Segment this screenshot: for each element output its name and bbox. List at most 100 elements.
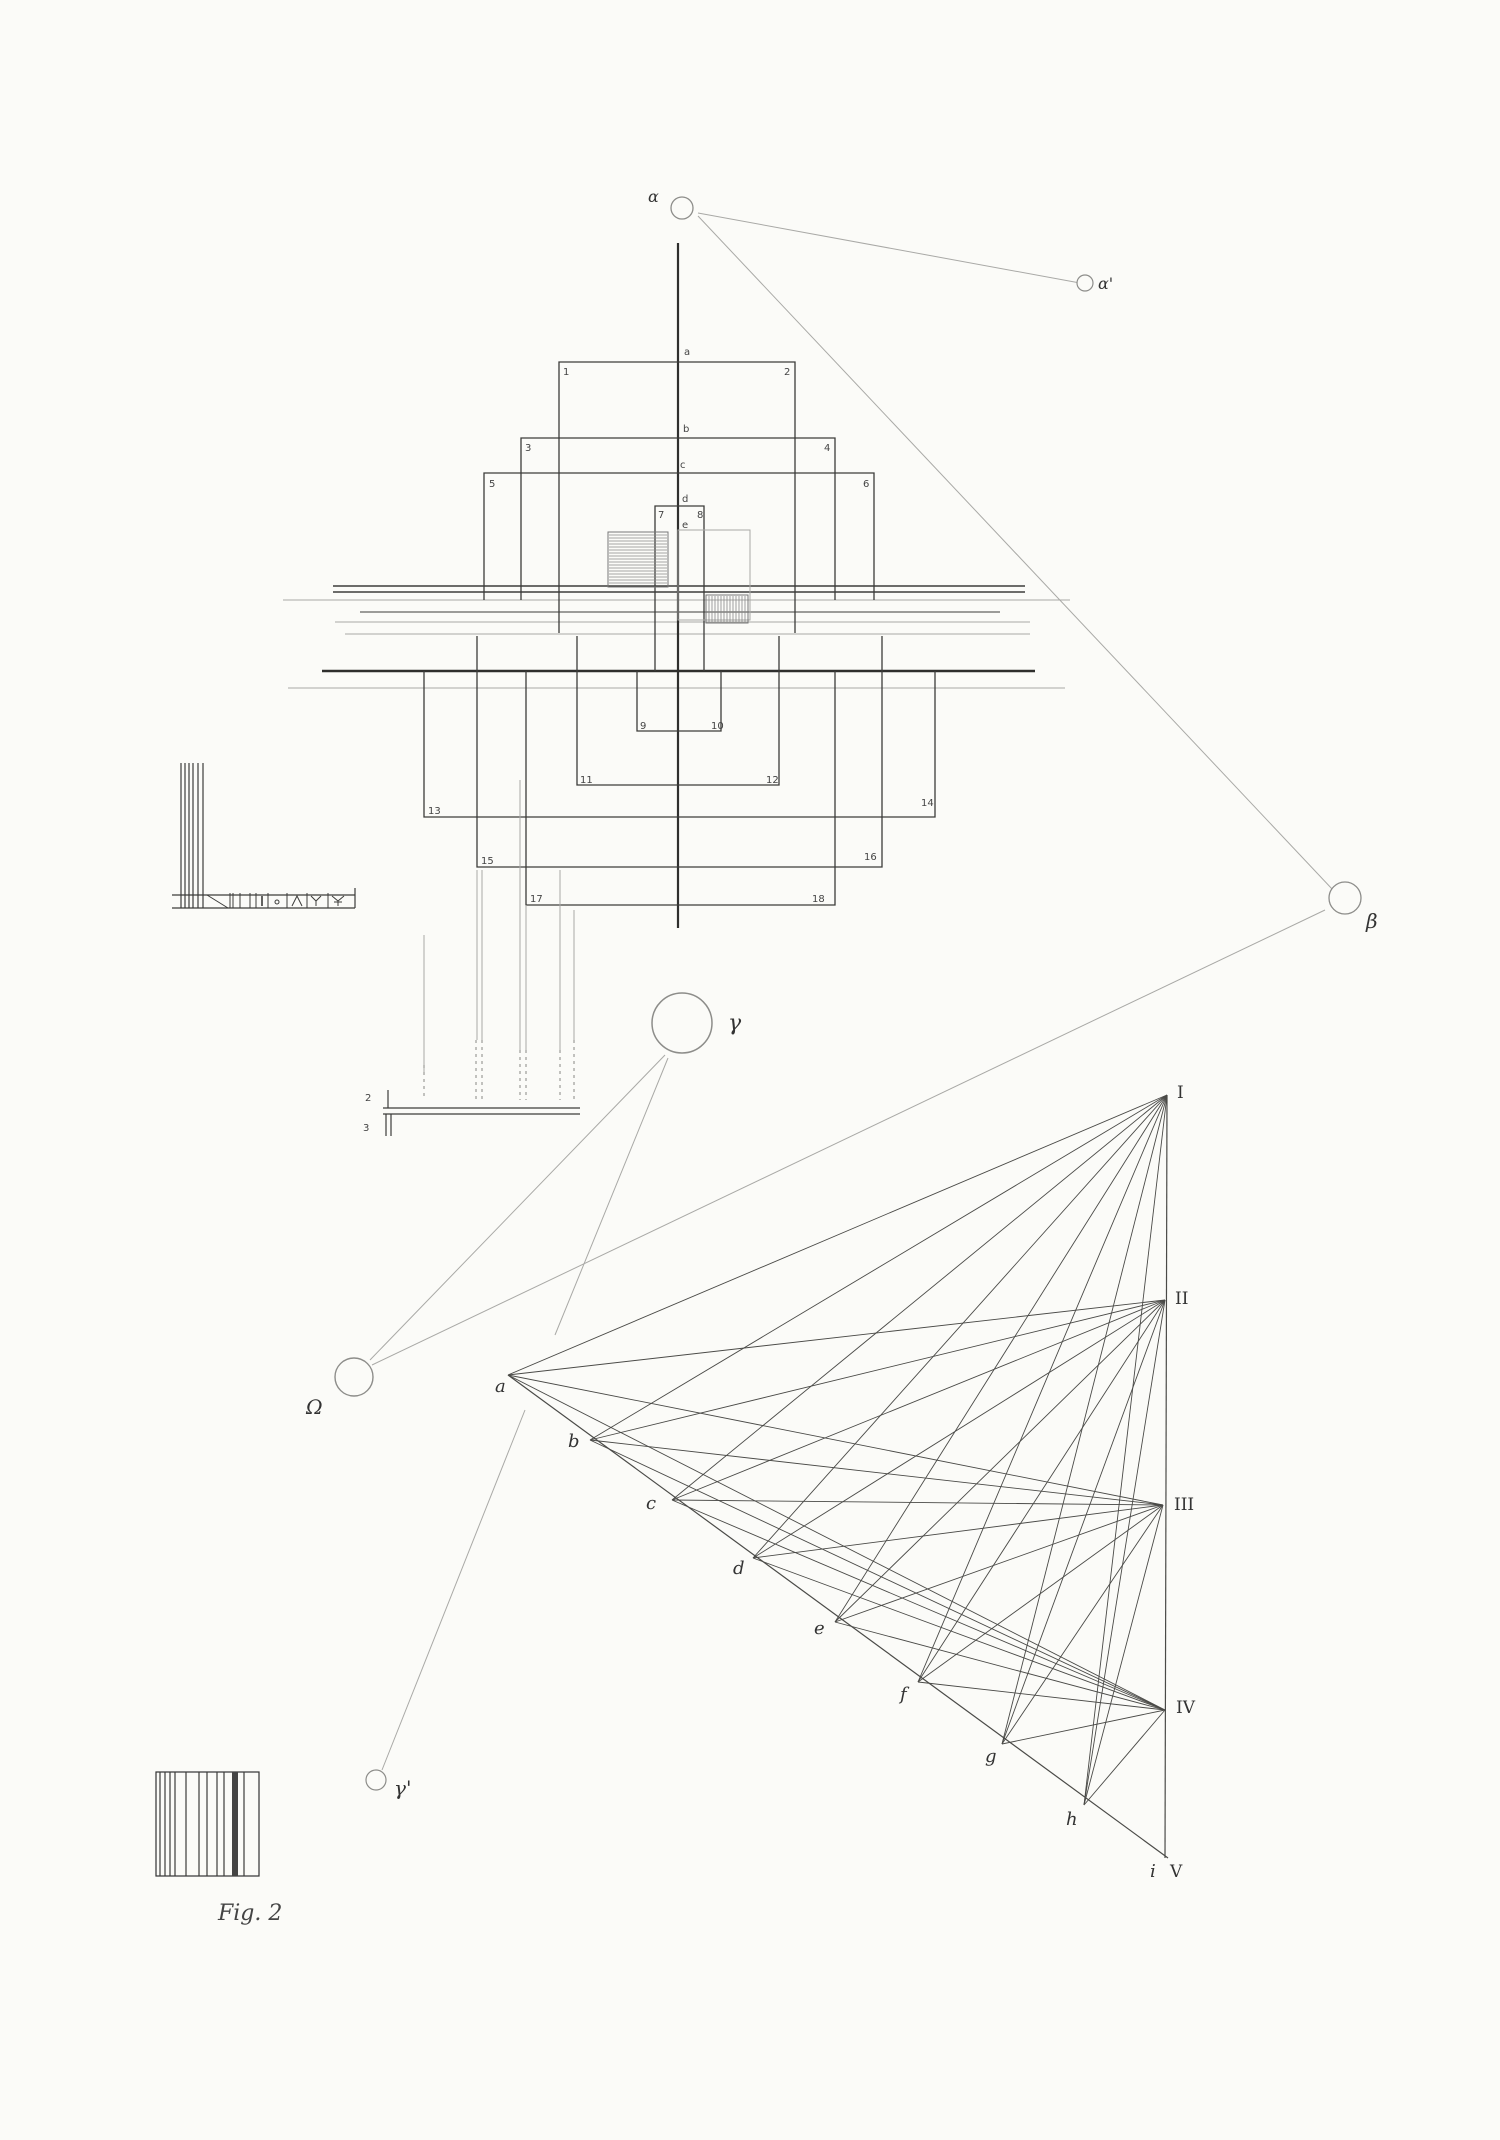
scale-label-2: 2 <box>365 1093 371 1104</box>
lower-rect-11-12 <box>576 636 780 786</box>
fan-string-line <box>917 1094 1168 1683</box>
connector-gamma-down <box>554 1057 669 1336</box>
fan-string-line <box>1001 1299 1166 1745</box>
fan-point-V: V <box>1169 1862 1183 1882</box>
rect-number-5: 5 <box>489 479 495 490</box>
nodes: α α' β γ Ω γ' <box>305 187 1378 1800</box>
fan-string-line <box>1083 1094 1168 1806</box>
l-shaped-key <box>172 763 356 909</box>
fan-point-e: e <box>814 1618 825 1639</box>
axis-letter-d: d <box>682 494 688 505</box>
hatched-square-left <box>607 531 669 588</box>
fan-edge-right <box>1164 1094 1168 1859</box>
scale-label-3: 3 <box>363 1123 369 1134</box>
figure-caption: Fig. 2 <box>217 1901 282 1926</box>
fan-point-a: a <box>495 1376 506 1397</box>
axis-letter-a: a <box>684 347 690 358</box>
rect-number-15: 15 <box>481 856 494 867</box>
upper-rect-3-4 <box>520 437 836 600</box>
axis-letter-e: e <box>682 520 688 531</box>
fan-string-line <box>834 1504 1164 1623</box>
lower-rect-15-16 <box>476 636 883 868</box>
connector-gamma-omega <box>369 1054 666 1361</box>
fan-string-line <box>507 1374 1166 1711</box>
node-connectors <box>369 212 1334 1771</box>
node-gamma-label: γ <box>728 1011 742 1036</box>
connector-alpha-alpha-prime <box>697 212 1081 284</box>
rect-number-18: 18 <box>812 894 825 905</box>
fan-point-c: c <box>646 1493 656 1514</box>
rect-number-13: 13 <box>428 806 441 817</box>
connector-beta-omega <box>371 909 1326 1366</box>
fan-string-line <box>1083 1504 1164 1806</box>
fan-figure <box>507 1094 1169 1859</box>
rect-number-8: 8 <box>697 510 703 521</box>
fan-point-b: b <box>568 1431 580 1452</box>
node-alpha-prime-label: α' <box>1098 274 1113 293</box>
node-omega-label: Ω <box>305 1395 323 1419</box>
nested-rectangles-figure: a b c d e 1 2 3 4 5 6 7 8 9 10 11 12 13 … <box>283 243 1070 928</box>
fan-string-line <box>507 1299 1166 1376</box>
fan-string-line <box>834 1299 1166 1623</box>
rect-number-6: 6 <box>863 479 869 490</box>
fan-point-IV: IV <box>1176 1698 1196 1718</box>
fan-string-line <box>834 1621 1166 1711</box>
fan-point-II: II <box>1175 1289 1188 1309</box>
rect-number-3: 3 <box>525 443 531 454</box>
fan-string-line <box>589 1439 1164 1506</box>
fan-string-line <box>671 1299 1166 1501</box>
fan-point-d: d <box>733 1558 745 1579</box>
upper-rect-5-6 <box>483 472 875 600</box>
scale-bar: 2 3 <box>363 1090 580 1136</box>
fan-string-line <box>752 1299 1166 1559</box>
rect-number-4: 4 <box>824 443 830 454</box>
fan-string-line <box>917 1681 1166 1711</box>
node-alpha-label: α <box>648 187 659 206</box>
fan-point-I: I <box>1177 1083 1184 1103</box>
fan-point-i: i <box>1150 1861 1156 1882</box>
fan-string-line <box>752 1094 1168 1559</box>
connector-down-gamma-prime <box>381 1409 526 1771</box>
fan-string-line <box>1083 1299 1166 1806</box>
hatching-horizontal <box>609 534 667 584</box>
lower-rect-13-14 <box>423 671 936 818</box>
rect-number-10: 10 <box>711 721 724 732</box>
node-beta-label: β <box>1365 909 1378 933</box>
fan-string-line <box>1001 1709 1166 1745</box>
hatching-vertical <box>708 596 746 622</box>
node-beta <box>1328 881 1362 915</box>
fan-string-line <box>1083 1709 1166 1806</box>
fan-string-line <box>752 1557 1166 1711</box>
axis-letter-c: c <box>680 460 686 471</box>
connector-alpha-beta <box>697 215 1334 891</box>
fan-string-line <box>589 1094 1168 1441</box>
fan-string-line <box>752 1504 1164 1559</box>
rect-number-2: 2 <box>784 367 790 378</box>
node-gamma <box>651 992 713 1054</box>
node-alpha-prime <box>1076 274 1094 292</box>
fan-string-line <box>589 1299 1166 1441</box>
hatched-square-right <box>705 594 749 624</box>
rect-number-1: 1 <box>563 367 569 378</box>
fan-point-h: h <box>1066 1809 1078 1830</box>
rect-number-11: 11 <box>580 775 593 786</box>
fan-point-g: g <box>985 1746 997 1767</box>
node-gamma-prime-label: γ' <box>394 1776 411 1800</box>
axis-letter-b: b <box>683 424 689 435</box>
fan-string-line <box>507 1374 1164 1506</box>
node-omega <box>334 1357 374 1397</box>
rect-number-17: 17 <box>530 894 543 905</box>
fan-string-line <box>1001 1504 1164 1745</box>
pencil-box-e <box>677 529 751 621</box>
fan-string-line <box>671 1499 1166 1711</box>
lower-rect-9-10 <box>636 671 722 732</box>
rect-number-12: 12 <box>766 775 779 786</box>
rect-number-9: 9 <box>640 721 646 732</box>
upper-rect-7-8 <box>654 505 705 671</box>
fan-point-f: f <box>898 1684 910 1705</box>
lower-rect-17-18 <box>525 671 836 906</box>
node-gamma-prime <box>365 1769 387 1791</box>
fan-string-line <box>671 1094 1168 1501</box>
rect-number-7: 7 <box>658 510 664 521</box>
